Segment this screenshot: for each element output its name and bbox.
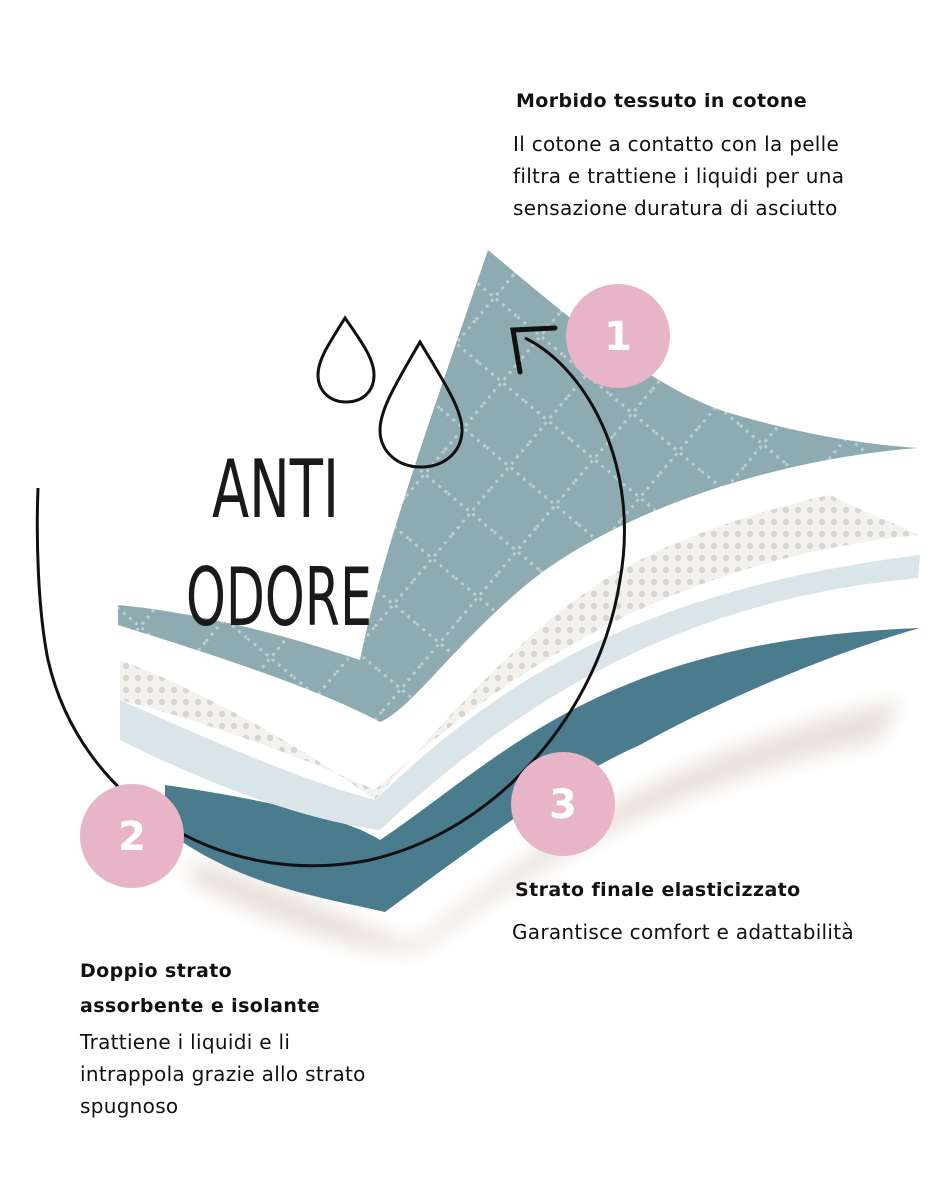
layer2-line-1: Trattiene i liquidi e li [80, 1030, 291, 1054]
badge-2: 2 [80, 784, 184, 888]
layer2-title-line-2: assorbente e isolante [80, 995, 321, 1017]
badge-3: 3 [511, 752, 615, 856]
top-cotton-layer [118, 250, 918, 722]
layer1-title: Morbido tessuto in cotone [516, 90, 808, 112]
middle-absorbent-layer [120, 495, 918, 800]
water-drops-icon [316, 315, 464, 469]
layer1-line-2: filtra e trattiene i liquidi per una [513, 164, 845, 188]
badge-1-number: 1 [604, 314, 632, 360]
odore-label: ODORE [186, 551, 372, 644]
fabric-shadow [190, 700, 900, 952]
badge-3-number: 3 [549, 782, 577, 828]
middle-layer-edge [120, 555, 920, 830]
circular-arrow [35, 336, 626, 868]
layer2-line-2: intrappola grazie allo strato [80, 1062, 366, 1086]
layer2-title-line-1: Doppio strato [80, 960, 233, 982]
anti-label: ANTI [212, 443, 339, 536]
layer3-line-1: Garantisce comfort e adattabilità [512, 920, 854, 944]
layer2-line-3: spugnoso [80, 1094, 179, 1118]
layer3-title: Strato finale elasticizzato [515, 879, 801, 901]
layer1-line-1: Il cotone a contatto con la pelle [513, 132, 840, 156]
badge-1: 1 [566, 284, 670, 388]
layer1-line-3: sensazione duratura di asciutto [513, 196, 838, 220]
badge-2-number: 2 [118, 814, 146, 860]
arrow-head [510, 325, 558, 375]
